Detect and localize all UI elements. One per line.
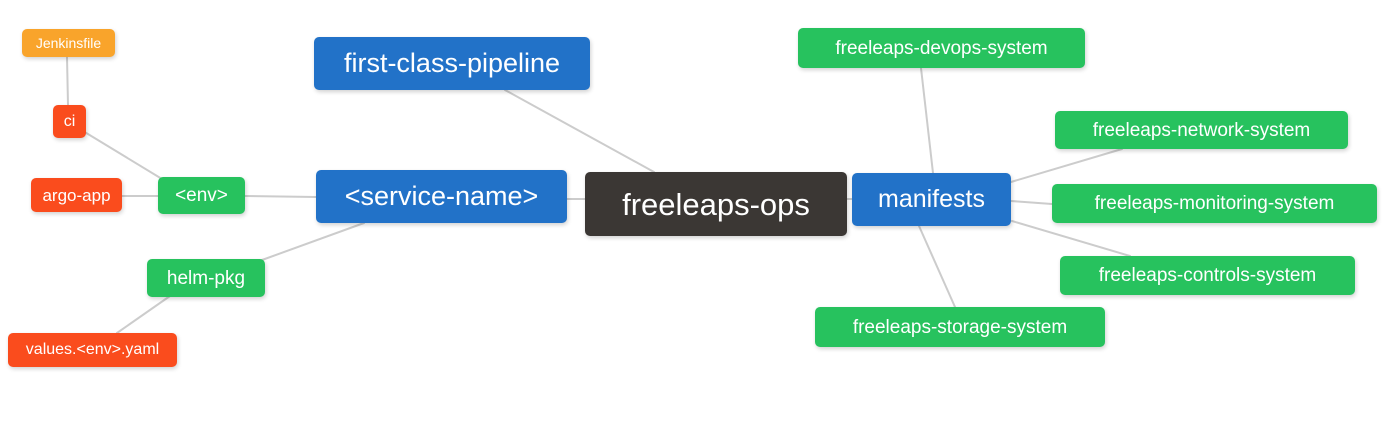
edge-jenkinsfile-to-ci [66, 56, 69, 106]
node-label: <service-name> [344, 181, 539, 211]
node-ci[interactable]: ci [53, 105, 86, 138]
edge-values-env-yaml-to-helm-pkg [116, 295, 171, 334]
node-jenkinsfile[interactable]: Jenkinsfile [22, 29, 115, 57]
edge-first-class-pipeline-to-freeleaps-ops [504, 89, 655, 173]
node-label: manifests [878, 185, 985, 213]
edge-ci-to-env [82, 130, 163, 180]
node-label: values.<env>.yaml [25, 341, 160, 358]
node-label: freeleaps-controls-system [1098, 265, 1317, 286]
node-label: Jenkinsfile [35, 35, 102, 51]
node-label: freeleaps-monitoring-system [1094, 193, 1335, 214]
node-label: freeleaps-storage-system [852, 316, 1068, 338]
node-controls-system[interactable]: freeleaps-controls-system [1060, 256, 1355, 295]
node-label: helm-pkg [166, 267, 246, 289]
node-values-env-yaml[interactable]: values.<env>.yaml [8, 333, 177, 367]
node-label: freeleaps-ops [622, 186, 810, 222]
edge-manifests-to-network-system [1010, 148, 1123, 183]
node-helm-pkg[interactable]: helm-pkg [147, 259, 265, 297]
edge-helm-pkg-to-service-name [261, 222, 365, 261]
node-first-class-pipeline[interactable]: first-class-pipeline [314, 37, 590, 90]
node-env[interactable]: <env> [158, 177, 245, 214]
node-label: argo-app [42, 185, 111, 205]
node-label: freeleaps-devops-system [835, 37, 1048, 59]
node-network-system[interactable]: freeleaps-network-system [1055, 111, 1348, 149]
node-label: first-class-pipeline [343, 48, 561, 78]
node-label: <env> [175, 185, 228, 206]
node-label: ci [63, 112, 76, 130]
node-manifests[interactable]: manifests [852, 173, 1011, 226]
node-storage-system[interactable]: freeleaps-storage-system [815, 307, 1105, 347]
edge-manifests-to-controls-system [1011, 220, 1131, 257]
node-label: freeleaps-network-system [1092, 119, 1311, 141]
node-service-name[interactable]: <service-name> [316, 170, 567, 223]
edge-manifests-to-devops-system [920, 67, 934, 174]
edge-env-to-service-name [244, 195, 317, 198]
edge-manifests-to-monitoring-system [1010, 200, 1053, 205]
node-argo-app[interactable]: argo-app [31, 178, 122, 212]
node-freeleaps-ops[interactable]: freeleaps-ops [585, 172, 847, 236]
node-monitoring-system[interactable]: freeleaps-monitoring-system [1052, 184, 1377, 223]
edge-manifests-to-storage-system [918, 225, 956, 308]
node-devops-system[interactable]: freeleaps-devops-system [798, 28, 1085, 68]
